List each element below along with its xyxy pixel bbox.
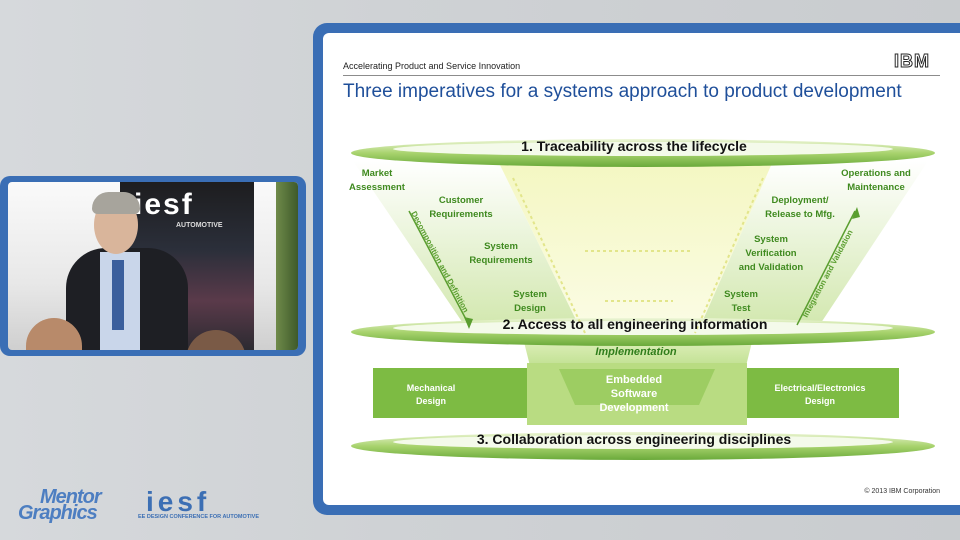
operations-maintenance-line2: Maintenance	[847, 182, 905, 193]
background-plants	[276, 182, 298, 350]
deployment-line1: Deployment/	[771, 195, 828, 206]
electrical-design-line2: Design	[805, 396, 835, 406]
customer-requirements-line2: Requirements	[429, 209, 492, 220]
slide-header: Accelerating Product and Service Innovat…	[343, 61, 521, 71]
system-verification-line3: and Validation	[739, 262, 804, 273]
right-wedge	[695, 161, 928, 338]
iesf-logo-subtitle: EE DESIGN CONFERENCE FOR AUTOMOTIVE	[138, 514, 260, 520]
slide: Accelerating Product and Service Innovat…	[323, 33, 960, 505]
audience-member	[186, 330, 246, 350]
mentor-graphics-logo: Mentor Graphics	[18, 486, 120, 526]
integration-arrowhead	[852, 207, 860, 219]
access-disk-highlight	[393, 321, 893, 335]
ibm-logo: IBM	[894, 51, 930, 72]
mechanical-design-box	[373, 368, 533, 418]
iesf-logo-word: iesf	[146, 486, 211, 517]
integration-arrow	[796, 210, 856, 326]
slide-title: Three imperatives for a systems approach…	[343, 81, 902, 102]
mechanical-design-line2: Design	[416, 396, 446, 406]
iesf-logo: iesf EE DESIGN CONFERENCE FOR AUTOMOTIVE	[138, 486, 259, 522]
mentor-logo-line1: Mentor	[40, 486, 102, 508]
system-verification-line2: Verification	[745, 248, 796, 259]
deployment-line2: Release to Mfg.	[765, 209, 835, 220]
copyright-notice: © 2013 IBM Corporation	[864, 488, 940, 495]
customer-requirements-line1: Customer	[439, 195, 484, 206]
dotted-links	[512, 177, 764, 334]
implementation-label: Implementation	[595, 346, 677, 358]
speaker-tie	[112, 260, 124, 330]
market-assessment-line1: Market	[362, 168, 393, 179]
mechanical-design-line1: Mechanical	[407, 383, 456, 393]
speaker-video-frame: iesf AUTOMOTIVE	[0, 176, 306, 356]
embedded-software-line1: Embedded	[606, 374, 662, 386]
left-wedge	[353, 161, 585, 338]
slide-frame: Accelerating Product and Service Innovat…	[313, 23, 960, 515]
header-divider	[343, 75, 940, 76]
collaboration-disk-highlight	[393, 435, 893, 449]
embedded-software-trough	[559, 369, 715, 405]
electrical-design-line1: Electrical/Electronics	[774, 383, 865, 393]
system-verification-line1: System	[754, 234, 788, 245]
embedded-software-line3: Development	[599, 402, 668, 414]
imperative-2: 2. Access to all engineering information	[503, 316, 768, 332]
system-design-line1: System	[513, 289, 547, 300]
imperative-1: 1. Traceability across the lifecycle	[521, 138, 747, 154]
traceability-disk-highlight	[393, 142, 893, 156]
system-requirements-line2: Requirements	[469, 255, 532, 266]
mentor-logo-line2: Graphics	[18, 502, 98, 524]
system-requirements-line1: System	[484, 241, 518, 252]
decomposition-arrow	[408, 210, 470, 326]
banner-subtitle: AUTOMOTIVE	[176, 222, 223, 229]
market-assessment-line2: Assessment	[349, 182, 406, 193]
banner-logo: iesf	[134, 188, 194, 221]
system-design-line2: Design	[514, 303, 546, 314]
decomposition-arrowhead	[464, 317, 473, 329]
speaker-video: iesf AUTOMOTIVE	[8, 182, 298, 350]
operations-maintenance-line1: Operations and	[841, 168, 911, 179]
speaker-hair	[92, 192, 140, 214]
embedded-software-line2: Software	[611, 388, 657, 400]
systems-diagram: Decomposition and Definition Integration…	[349, 138, 935, 460]
imperative-3: 3. Collaboration across engineering disc…	[477, 431, 792, 447]
system-test-line2: Test	[732, 303, 752, 314]
electrical-design-box	[741, 368, 899, 418]
system-test-line1: System	[724, 289, 758, 300]
